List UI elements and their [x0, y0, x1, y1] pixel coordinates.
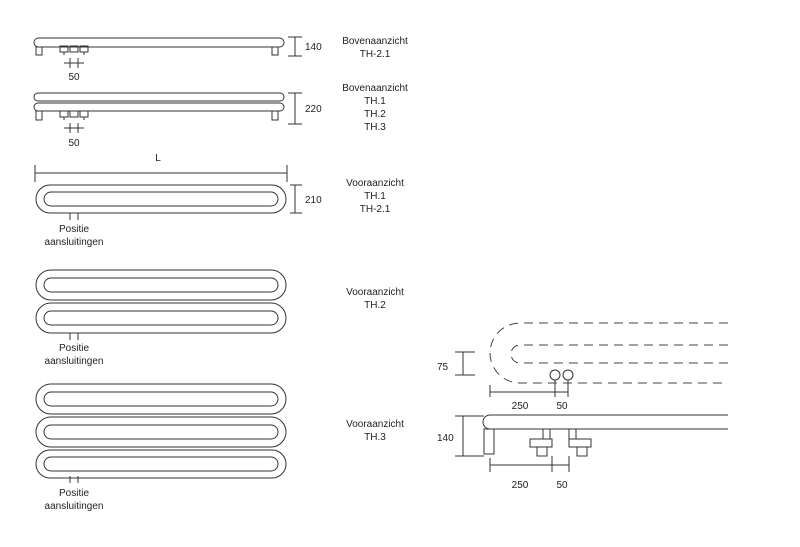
top-view-th123: 50 220 Bovenaanzicht TH.1 TH.2 TH.3: [33, 83, 408, 149]
detail-upper: 75 250 50: [437, 322, 728, 412]
view-title: Vooraanzicht: [346, 287, 404, 298]
depth-label: 220: [305, 104, 322, 115]
top-view-foot-right: [271, 46, 279, 56]
model-label: TH.3: [364, 432, 386, 443]
detail-lower: 140 250 50: [437, 414, 728, 491]
valve-icon: [529, 428, 592, 457]
radiator-loop-inner: [43, 424, 279, 440]
connection-label: Positie: [59, 488, 89, 499]
connection-label: Positie: [59, 343, 89, 354]
top-view-foot-left: [35, 46, 43, 56]
pitch-dimension: 50: [64, 123, 84, 149]
radiator-loop-outer: [35, 302, 287, 334]
view-title: Bovenaanzicht: [342, 83, 408, 94]
radiator-loop-inner: [43, 456, 279, 472]
pitch-label: 50: [68, 72, 80, 83]
view-title: Vooraanzicht: [346, 178, 404, 189]
dashed-loop-inner: [510, 344, 728, 364]
height-label: 140: [437, 433, 454, 444]
front-view-th3: Positie aansluitingen Vooraanzicht TH.3: [35, 383, 404, 512]
pitch-dimension: 50: [64, 58, 84, 83]
top-view-foot-left: [35, 110, 43, 121]
valve-set-icon: [59, 110, 89, 120]
radiator-loop-outer: [35, 269, 287, 301]
offset-label: 250: [512, 480, 529, 491]
top-view-bar-front: [33, 102, 285, 112]
connection-label: aansluitingen: [45, 501, 104, 512]
connection-label: Positie: [59, 224, 89, 235]
top-view-th21: 50 140 Bovenaanzicht TH-2.1: [33, 36, 408, 83]
pitch-label: 50: [68, 138, 80, 149]
height-dimension: 140: [437, 415, 484, 457]
height-dimension: 210: [290, 184, 322, 214]
top-view-foot-right: [271, 110, 279, 121]
view-title: Bovenaanzicht: [342, 36, 408, 47]
height-dimension: 75: [437, 351, 475, 376]
model-label: TH.2: [364, 109, 386, 120]
model-label: TH-2.1: [360, 204, 391, 215]
model-label: TH.1: [364, 96, 386, 107]
view-title: Vooraanzicht: [346, 419, 404, 430]
connection-circle-left: [549, 369, 561, 381]
connection-marker: [69, 476, 79, 483]
height-label: 210: [305, 195, 322, 206]
offset-dimension: 250 50: [489, 380, 569, 412]
model-label: TH-2.1: [360, 49, 391, 60]
radiator-foot: [483, 428, 495, 455]
radiator-loop-inner: [43, 277, 279, 293]
model-label: TH.1: [364, 191, 386, 202]
radiator-loop-inner: [43, 310, 279, 326]
model-label: TH.3: [364, 122, 386, 133]
connection-label: aansluitingen: [45, 237, 104, 248]
connection-marker: [69, 333, 79, 340]
radiator-tube: [482, 414, 728, 430]
radiator-loop-inner: [43, 191, 279, 207]
radiator-loop-outer: [35, 416, 287, 448]
valve-set-icon: [59, 45, 89, 55]
depth-label: 140: [305, 42, 322, 53]
radiator-loop-inner: [43, 391, 279, 407]
offset-label: 250: [512, 401, 529, 412]
pitch-label: 50: [556, 401, 568, 412]
top-view-bar-rear: [33, 92, 285, 102]
offset-dimension: 250 50: [489, 456, 570, 491]
connection-circle-right: [562, 369, 574, 381]
front-view-th1: L Positie aansluitingen 210 Vooraanzicht…: [34, 153, 404, 248]
depth-dimension: 140: [288, 36, 322, 57]
top-view-bar: [33, 37, 285, 48]
connection-label: aansluitingen: [45, 356, 104, 367]
length-dimension: L: [34, 153, 288, 182]
radiator-loop-outer: [35, 184, 287, 214]
front-view-th2: Positie aansluitingen Vooraanzicht TH.2: [35, 269, 404, 367]
connection-marker: [69, 213, 79, 220]
model-label: TH.2: [364, 300, 386, 311]
depth-dimension: 220: [288, 92, 322, 125]
pitch-label: 50: [556, 480, 568, 491]
height-label: 75: [437, 362, 449, 373]
radiator-loop-outer: [35, 383, 287, 415]
length-label: L: [155, 153, 161, 164]
radiator-loop-outer: [35, 449, 287, 479]
dashed-loop-outer: [489, 322, 728, 384]
